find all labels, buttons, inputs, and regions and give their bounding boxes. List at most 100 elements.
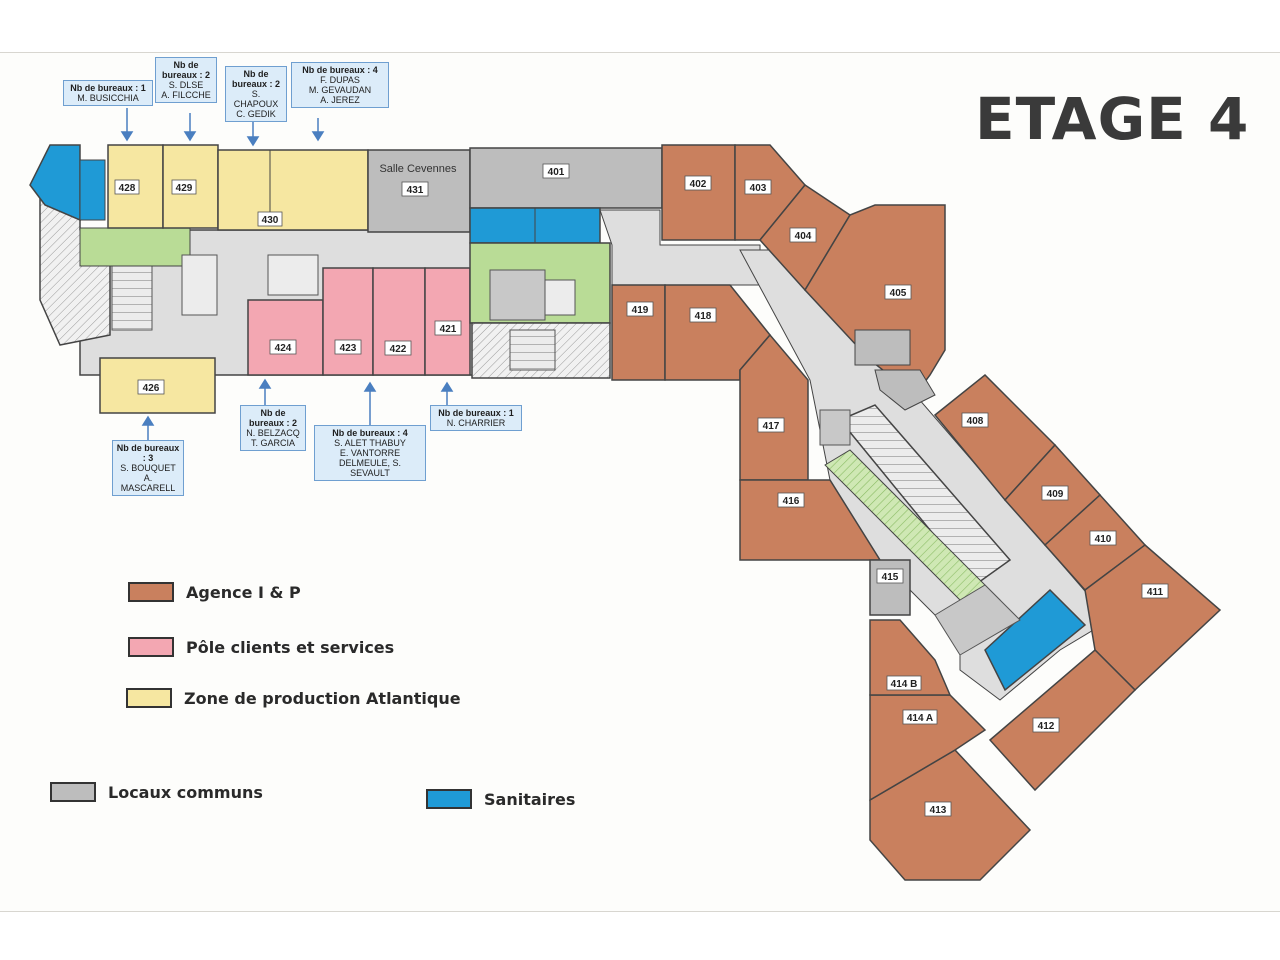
legend-communs: Locaux communs — [50, 782, 263, 802]
svg-text:421: 421 — [440, 324, 457, 335]
label-403: 403 — [744, 179, 772, 195]
callout-line: A. JEREZ — [320, 95, 360, 105]
callout-header: Nb de bureaux : 2 — [248, 408, 297, 428]
label-410: 410 — [1089, 530, 1117, 546]
label-413: 413 — [924, 801, 952, 817]
legend-label: Locaux communs — [108, 782, 263, 802]
svg-text:423: 423 — [340, 343, 357, 354]
svg-text:419: 419 — [632, 305, 649, 316]
svg-text:429: 429 — [176, 183, 193, 194]
svg-text:410: 410 — [1095, 534, 1112, 545]
callout-421: Nb de bureaux : 1 N. CHARRIER — [430, 405, 522, 431]
label-419: 419 — [626, 301, 654, 317]
callout-line: M. BUSICCHIA — [77, 93, 139, 103]
svg-text:403: 403 — [750, 183, 767, 194]
room-424[interactable] — [247, 299, 324, 376]
label-431: 431 — [401, 181, 429, 197]
callout-header: Nb de bureaux : 1 — [70, 83, 146, 93]
callout-header: Nb de bureaux : 2 — [231, 69, 280, 89]
callout-line: S. CHAPOUX — [233, 89, 279, 109]
callout-429: Nb de bureaux : 2 S. DLSE A. FILCCHE — [155, 57, 217, 103]
callout-header: Nb de bureaux : 3 — [116, 443, 180, 463]
label-409: 409 — [1041, 485, 1069, 501]
svg-text:404: 404 — [795, 231, 812, 242]
callout-line: T. GARCIA — [250, 438, 295, 448]
label-401: 401 — [542, 163, 570, 179]
callout-line: S. DLSE — [168, 80, 204, 90]
label-423: 423 — [334, 339, 362, 355]
callout-header: Nb de bureaux : 4 — [302, 65, 378, 75]
callout-pointers — [120, 108, 454, 440]
callout-423: Nb de bureaux : 4 S. ALET THABUY E. VANT… — [314, 425, 426, 481]
callout-line: A. FILCCHE — [161, 90, 211, 100]
sanitaires-left-2 — [79, 159, 106, 221]
label-414b: 414 B — [886, 675, 922, 691]
page-title: ETAGE 4 — [975, 85, 1250, 153]
circulation-left-green — [79, 227, 191, 267]
svg-text:414 A: 414 A — [907, 713, 933, 724]
callout-426: Nb de bureaux : 3 S. BOUQUET A. MASCAREL… — [112, 440, 184, 496]
svg-text:402: 402 — [690, 179, 707, 190]
svg-text:428: 428 — [119, 183, 136, 194]
callout-424: Nb de bureaux : 2 N. BELZACQ T. GARCIA — [240, 405, 306, 451]
callout-header: Nb de bureaux : 4 — [332, 428, 408, 438]
svg-text:401: 401 — [548, 167, 565, 178]
svg-text:414 B: 414 B — [891, 679, 918, 690]
svg-text:405: 405 — [890, 288, 907, 299]
callout-line: F. DUPAS — [320, 75, 360, 85]
callout-line: N. CHARRIER — [446, 418, 506, 428]
room-402[interactable] — [661, 144, 736, 241]
room-422[interactable] — [372, 267, 426, 376]
room-411[interactable] — [1084, 544, 1222, 692]
legend-label: Sanitaires — [484, 789, 576, 809]
callout-428: Nb de bureaux : 1 M. BUSICCHIA — [63, 80, 153, 106]
legend-swatch — [128, 637, 174, 657]
svg-text:422: 422 — [390, 344, 407, 355]
svg-text:409: 409 — [1047, 489, 1064, 500]
svg-text:430: 430 — [262, 215, 279, 226]
legend-label: Zone de production Atlantique — [184, 688, 461, 708]
legend-zone: Zone de production Atlantique — [126, 688, 461, 708]
label-418: 418 — [689, 307, 717, 323]
legend-label: Agence I & P — [186, 582, 301, 602]
label-417: 417 — [757, 417, 785, 433]
room-419[interactable] — [611, 284, 666, 381]
label-405: 405 — [884, 284, 912, 300]
svg-text:412: 412 — [1038, 721, 1055, 732]
callout-430: Nb de bureaux : 2 S. CHAPOUX C. GEDIK — [225, 66, 287, 122]
room-430[interactable] — [217, 149, 369, 231]
svg-text:431: 431 — [407, 185, 424, 196]
legend-agence: Agence I & P — [128, 582, 301, 602]
label-416: 416 — [777, 492, 805, 508]
svg-text:415: 415 — [882, 572, 899, 583]
legend-sanitaires: Sanitaires — [426, 789, 575, 809]
room-423[interactable] — [322, 267, 374, 376]
room-labels: 428 429 430 431 Salle Cevennes 401 402 4… — [114, 163, 1169, 817]
svg-text:416: 416 — [783, 496, 800, 507]
legend-swatch — [426, 789, 472, 809]
room-412[interactable] — [988, 648, 1137, 792]
label-426: 426 — [137, 379, 165, 395]
label-414a: 414 A — [902, 709, 938, 725]
label-424: 424 — [269, 339, 297, 355]
callout-line: E. VANTORRE — [339, 448, 401, 458]
room-415[interactable] — [869, 559, 911, 616]
label-411: 411 — [1141, 583, 1169, 599]
label-412: 412 — [1032, 717, 1060, 733]
label-421: 421 — [434, 320, 462, 336]
legend-swatch — [50, 782, 96, 802]
svg-text:408: 408 — [967, 416, 984, 427]
legend-swatch — [128, 582, 174, 602]
room-417[interactable] — [739, 333, 809, 481]
callout-header: Nb de bureaux : 2 — [161, 60, 210, 80]
label-415: 415 — [876, 568, 904, 584]
label-404: 404 — [789, 227, 817, 243]
label-429: 429 — [171, 179, 197, 195]
callout-430b: Nb de bureaux : 4 F. DUPAS M. GEVAUDAN A… — [291, 62, 389, 108]
stairs-left — [111, 264, 153, 331]
label-408: 408 — [961, 412, 989, 428]
svg-text:418: 418 — [695, 311, 712, 322]
svg-text:411: 411 — [1147, 587, 1164, 598]
label-430: 430 — [257, 211, 283, 227]
